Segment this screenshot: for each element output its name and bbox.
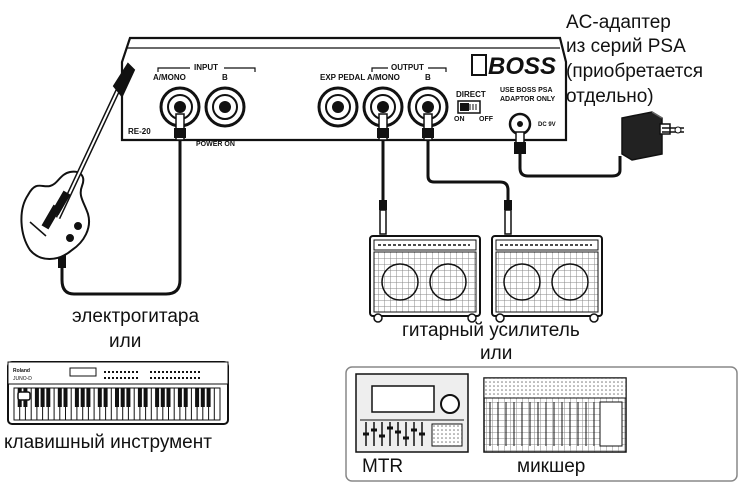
black-key xyxy=(126,388,131,407)
adapter-cable xyxy=(518,140,622,178)
black-key xyxy=(143,388,148,407)
mixer-device xyxy=(483,377,627,453)
black-key xyxy=(46,388,51,407)
alternatives-box xyxy=(345,366,738,482)
exp-pedal-jack xyxy=(317,86,359,128)
direct-switch xyxy=(457,100,481,114)
direct-on-label: ON xyxy=(454,116,465,123)
input-b-label: B xyxy=(222,73,228,82)
output-label: OUTPUT xyxy=(391,63,424,72)
black-key xyxy=(155,388,160,407)
black-key xyxy=(183,388,188,407)
black-key xyxy=(137,388,142,407)
adapter-caption-line-3: (приобретается xyxy=(566,61,704,82)
mixer-caption: микшер xyxy=(517,456,586,477)
black-key xyxy=(34,388,39,407)
brand-logo: BOSS xyxy=(488,53,556,80)
amp-caption: гитарный усилитель xyxy=(402,320,580,341)
cables xyxy=(60,140,622,296)
black-key xyxy=(103,388,108,407)
black-key xyxy=(86,388,91,407)
output-b-cable xyxy=(426,140,510,200)
input-label: INPUT xyxy=(194,63,218,72)
plug-input xyxy=(174,113,186,141)
plug-amp-right xyxy=(504,200,512,235)
black-key xyxy=(195,388,200,407)
plug-output-a xyxy=(377,113,389,141)
direct-label: DIRECT xyxy=(456,90,486,99)
black-key xyxy=(206,388,211,407)
re-20-pedal: BOSS INPUT A/MONO B RE-20 POWER ON EXP P… xyxy=(120,36,568,148)
output-b-jack xyxy=(407,86,449,128)
output-a-jack xyxy=(362,86,404,128)
black-key xyxy=(160,388,165,407)
black-key xyxy=(120,388,125,407)
black-key xyxy=(63,388,68,407)
dc-label: DC 9V xyxy=(538,122,556,128)
plug-dc xyxy=(514,131,526,154)
guitar-amp-left xyxy=(369,235,481,323)
direct-off-label: OFF xyxy=(479,116,494,123)
black-key xyxy=(177,388,182,407)
output-b-label: B xyxy=(425,73,431,82)
exp-pedal-label: EXP PEDAL xyxy=(320,73,365,82)
guitar-amp-right xyxy=(491,235,603,323)
black-key xyxy=(115,388,119,407)
adapter-caption-line-1: AC-адаптер xyxy=(566,12,671,33)
output-a-label: A/MONO xyxy=(367,73,400,82)
or-left: или xyxy=(109,331,142,352)
power-on-label: POWER ON xyxy=(196,141,235,148)
keyboard-brand: Roland xyxy=(13,368,30,374)
adaptor-label-2: ADAPTOR ONLY xyxy=(500,96,556,103)
dc-in-jack xyxy=(508,112,532,136)
keyboard-model: JUNO-D xyxy=(13,376,32,382)
black-key xyxy=(57,388,62,407)
mtr-caption: MTR xyxy=(362,456,404,477)
plugs xyxy=(58,113,526,268)
mtr-device xyxy=(355,373,469,453)
black-key xyxy=(80,388,85,407)
boss-logo-mark xyxy=(471,54,487,76)
adapter-caption-line-4: отдельно) xyxy=(566,86,654,107)
ac-adapter xyxy=(621,111,684,161)
input-a-label: A/MONO xyxy=(153,73,186,82)
black-key xyxy=(166,388,171,407)
plug-amp-left xyxy=(379,200,387,235)
keyboard-caption: клавишный инструмент xyxy=(4,432,212,453)
plug-output-b xyxy=(422,113,434,141)
electric-guitar xyxy=(20,62,136,260)
input-b-jack xyxy=(204,86,246,128)
input-a-jack xyxy=(159,86,201,128)
guitar-caption: электрогитара xyxy=(72,306,200,327)
black-key xyxy=(74,388,79,407)
keyboard-instrument: Roland JUNO-D xyxy=(7,361,229,425)
model-label: RE-20 xyxy=(128,127,151,136)
adaptor-label-1: USE BOSS PSA xyxy=(500,87,553,94)
guitar-cable xyxy=(60,140,182,296)
or-right: или xyxy=(480,343,513,364)
black-key xyxy=(97,388,102,407)
black-key xyxy=(200,388,205,407)
adapter-caption-line-2: из серий PSA xyxy=(566,36,686,57)
black-key xyxy=(40,388,45,407)
plug-guitar xyxy=(58,254,66,268)
